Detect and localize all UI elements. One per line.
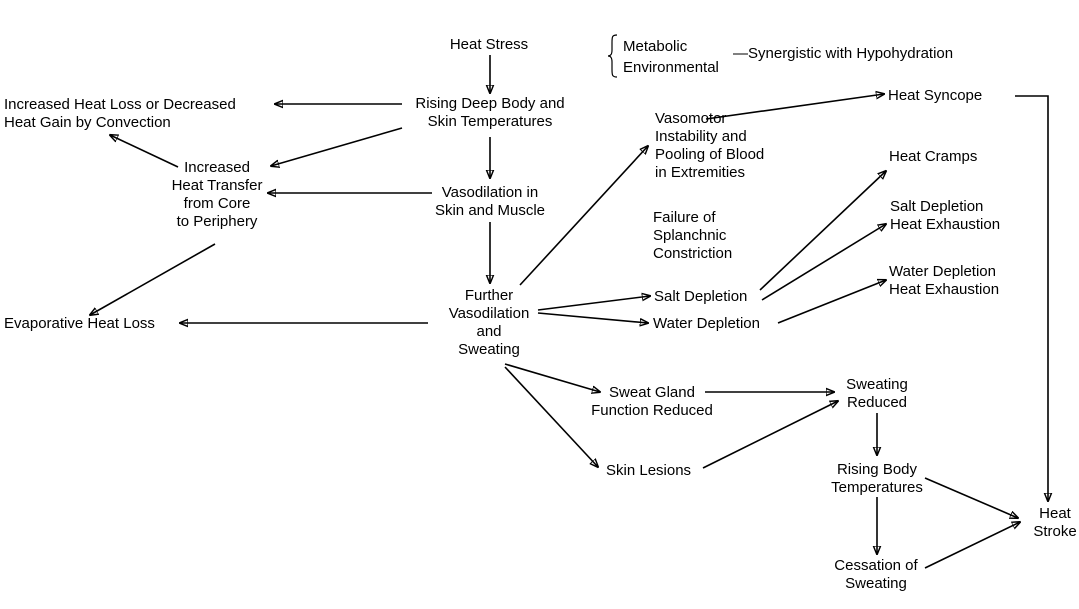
node-heat-stroke: Heat Stroke: [1033, 505, 1077, 540]
edge-rising-deep-body-to-increased-heat-transfer: [271, 127, 403, 166]
node-increased-heat-transfer: Increased Heat Transfer from Core to Per…: [171, 159, 263, 230]
node-further-vasodilation: Further Vasodilation and Sweating: [448, 287, 530, 358]
node-heat-syncope: Heat Syncope: [888, 87, 983, 104]
node-sweating-reduced: Sweating Reduced: [846, 376, 908, 411]
edge-further-vasodilation-to-skin-lesions: [504, 366, 598, 467]
node-metabolic: Metabolic: [623, 38, 688, 55]
edge-further-vasodilation-to-water-depletion: [537, 312, 648, 323]
node-heat-cramps: Heat Cramps: [889, 148, 978, 165]
node-vasomotor: Vasomotor Instability and Pooling of Blo…: [655, 110, 765, 181]
curly-brace-icon: [607, 34, 618, 78]
edge-further-vasodilation-to-salt-depletion: [537, 296, 650, 311]
node-heat-stress: Heat Stress: [449, 36, 529, 53]
node-rising-body-temps: Rising Body Temperatures: [831, 461, 923, 496]
node-salt-depletion: Salt Depletion: [654, 288, 748, 305]
edge-further-vasodilation-to-sweat-gland: [504, 363, 600, 392]
node-rising-deep-body: Rising Deep Body and Skin Temperatures: [415, 95, 565, 130]
edge-rising-body-temps-to-heat-stroke: [924, 477, 1018, 518]
edge-further-vasodilation-to-vasomotor: [519, 146, 648, 286]
node-water-depletion-exhaustion: Water Depletion Heat Exhaustion: [889, 263, 1000, 298]
edge-increased-heat-transfer-to-increased-heat-loss: [110, 135, 179, 168]
node-skin-lesions: Skin Lesions: [606, 462, 692, 479]
node-salt-depletion-exhaustion: Salt Depletion Heat Exhaustion: [890, 198, 1001, 233]
node-cessation-sweating: Cessation of Sweating: [834, 557, 918, 592]
node-failure-splanchnic: Failure of Splanchnic Constriction: [653, 209, 733, 262]
edge-cessation-to-heat-stroke: [924, 522, 1020, 569]
edge-water-depletion-to-water-depletion-exhaustion: [777, 280, 886, 324]
node-environmental: Environmental: [623, 59, 719, 76]
edge-heat-syncope-to-heat-stroke: [1015, 95, 1048, 501]
node-synergistic: —Synergistic with Hypohydration: [733, 45, 954, 62]
node-water-depletion: Water Depletion: [653, 315, 760, 332]
node-vasodilation-skin: Vasodilation in Skin and Muscle: [434, 184, 546, 219]
edge-skin-lesions-to-sweating-reduced: [702, 401, 838, 469]
edge-increased-heat-transfer-to-evaporative: [90, 243, 216, 315]
edge-salt-depletion-to-salt-depletion-exhaustion: [761, 224, 886, 301]
node-sweat-gland: Sweat Gland Function Reduced: [591, 384, 713, 419]
node-evaporative-heat-loss: Evaporative Heat Loss: [4, 315, 155, 332]
edge-salt-depletion-to-heat-cramps: [759, 171, 886, 291]
node-increased-heat-loss: Increased Heat Loss or Decreased Heat Ga…: [4, 96, 236, 131]
edge-vasomotor-to-heat-syncope: [705, 94, 884, 120]
